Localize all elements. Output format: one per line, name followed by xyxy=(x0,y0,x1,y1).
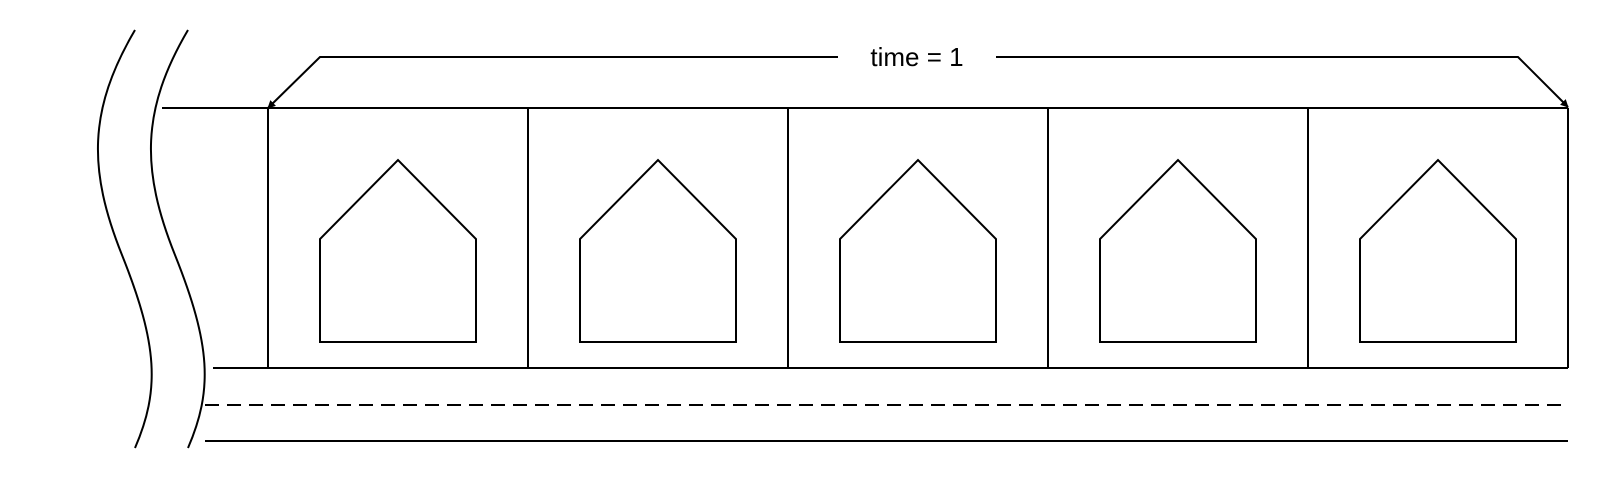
dimension-arrow-right xyxy=(996,56,1569,108)
dimension-arrow-left xyxy=(267,56,838,109)
time-label: time = 1 xyxy=(870,42,963,72)
house-icon xyxy=(319,158,477,343)
break-line-right xyxy=(149,29,206,449)
house-icon xyxy=(1359,158,1517,343)
house-icon xyxy=(839,158,997,343)
break-line-left xyxy=(96,29,153,449)
cell-row xyxy=(267,108,1569,368)
time-dimension: time = 1 xyxy=(267,42,1569,109)
break-marks xyxy=(96,29,206,449)
house-icon xyxy=(579,158,737,343)
house-icon xyxy=(1099,158,1257,343)
